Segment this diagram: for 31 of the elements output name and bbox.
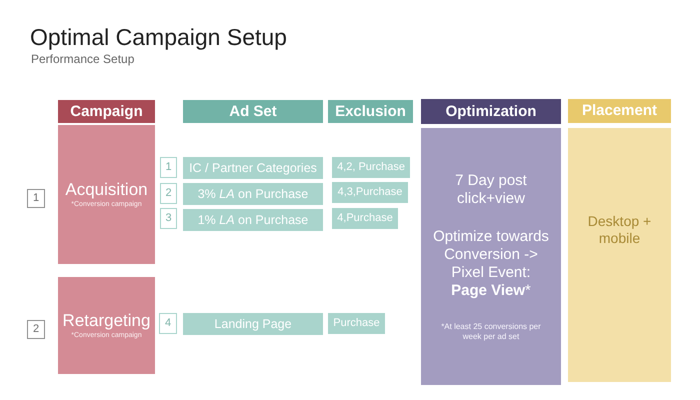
row-number: 4 (159, 313, 177, 334)
body-text: Optimize towards Conversion -> Pixel Event: Page View* (432, 228, 550, 300)
campaign-block (58, 125, 155, 264)
subtitle: Performance Setup (31, 52, 134, 66)
row-number: 2 (27, 320, 45, 339)
ad-set-tag: 3% LA on Purchase (183, 183, 323, 205)
exclusion-tag: Purchase (328, 313, 385, 334)
column-header: Ad Set (183, 100, 323, 123)
column-header: Campaign (58, 100, 155, 123)
ad-set-tag: IC / Partner Categories (183, 157, 323, 179)
title: Optimal Campaign Setup (30, 24, 287, 51)
ad-set-tag: 1% LA on Purchase (183, 209, 323, 231)
body-text: Desktop + mobile (586, 213, 652, 247)
row-number: 2 (160, 183, 177, 204)
column-header: Placement (568, 99, 671, 123)
row-number: 1 (27, 189, 45, 208)
row-number: 3 (160, 208, 177, 229)
optimization-panel (421, 128, 561, 385)
column-header: Optimization (421, 99, 561, 124)
ad-set-tag: Landing Page (183, 313, 323, 335)
column-header: Exclusion (328, 100, 413, 123)
campaign-block (58, 277, 155, 374)
campaign-name: Acquisition (65, 180, 148, 200)
exclusion-tag: 4,3,Purchase (332, 182, 408, 203)
body-text: 7 Day post click+view (454, 172, 528, 208)
placement-panel (568, 128, 671, 382)
campaign-name: Retargeting (62, 311, 150, 332)
exclusion-tag: 4,2, Purchase (332, 157, 410, 178)
footnote: *At least 25 conversions per week per ad set (440, 322, 542, 342)
row-number: 1 (160, 157, 177, 178)
exclusion-tag: 4,Purchase (332, 208, 398, 229)
